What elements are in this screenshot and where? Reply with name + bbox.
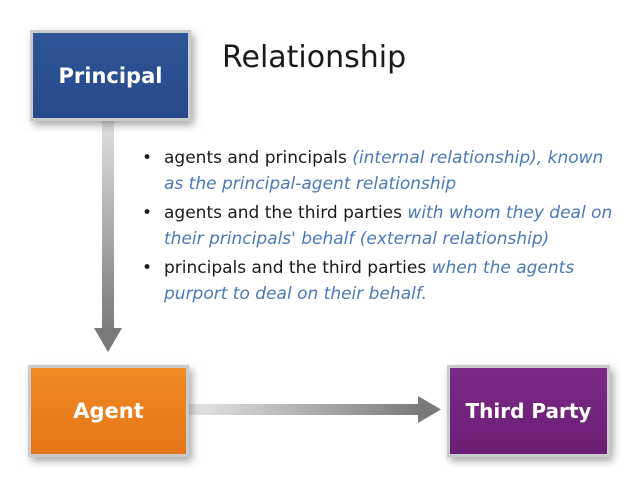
agent-label: Agent — [73, 399, 144, 423]
bullet-plain-text: agents and the third parties — [164, 203, 408, 223]
principal-label: Principal — [58, 63, 163, 88]
bullet-italic-text: (internal relationship), known as the pr… — [164, 148, 604, 194]
third-party-box: Third Party — [447, 365, 610, 457]
agent-to-third-party-arrow — [189, 396, 441, 423]
bullet-item: • agents and principals (internal relati… — [140, 145, 620, 197]
bullet-italic-text: with whom they deal on their principals'… — [164, 203, 613, 249]
bullet-item: • agents and the third parties with whom… — [140, 200, 620, 252]
bullet-plain-text: agents and principals — [164, 148, 353, 168]
slide-title: Relationship — [222, 40, 407, 75]
bullet-dot-icon: • — [142, 258, 153, 278]
bullet-dot-icon: • — [142, 203, 153, 223]
relationship-bullet-list: • agents and principals (internal relati… — [140, 145, 620, 310]
bullet-dot-icon: • — [142, 148, 153, 168]
bullet-italic-text: when the agents purport to deal on their… — [164, 258, 575, 304]
agent-box: Agent — [28, 365, 189, 457]
bullet-plain-text: principals and the third parties — [164, 258, 432, 278]
bullet-item: • principals and the third parties when … — [140, 255, 620, 307]
third-party-label: Third Party — [465, 399, 592, 423]
principal-to-agent-arrow — [94, 121, 122, 352]
principal-box: Principal — [30, 30, 191, 121]
